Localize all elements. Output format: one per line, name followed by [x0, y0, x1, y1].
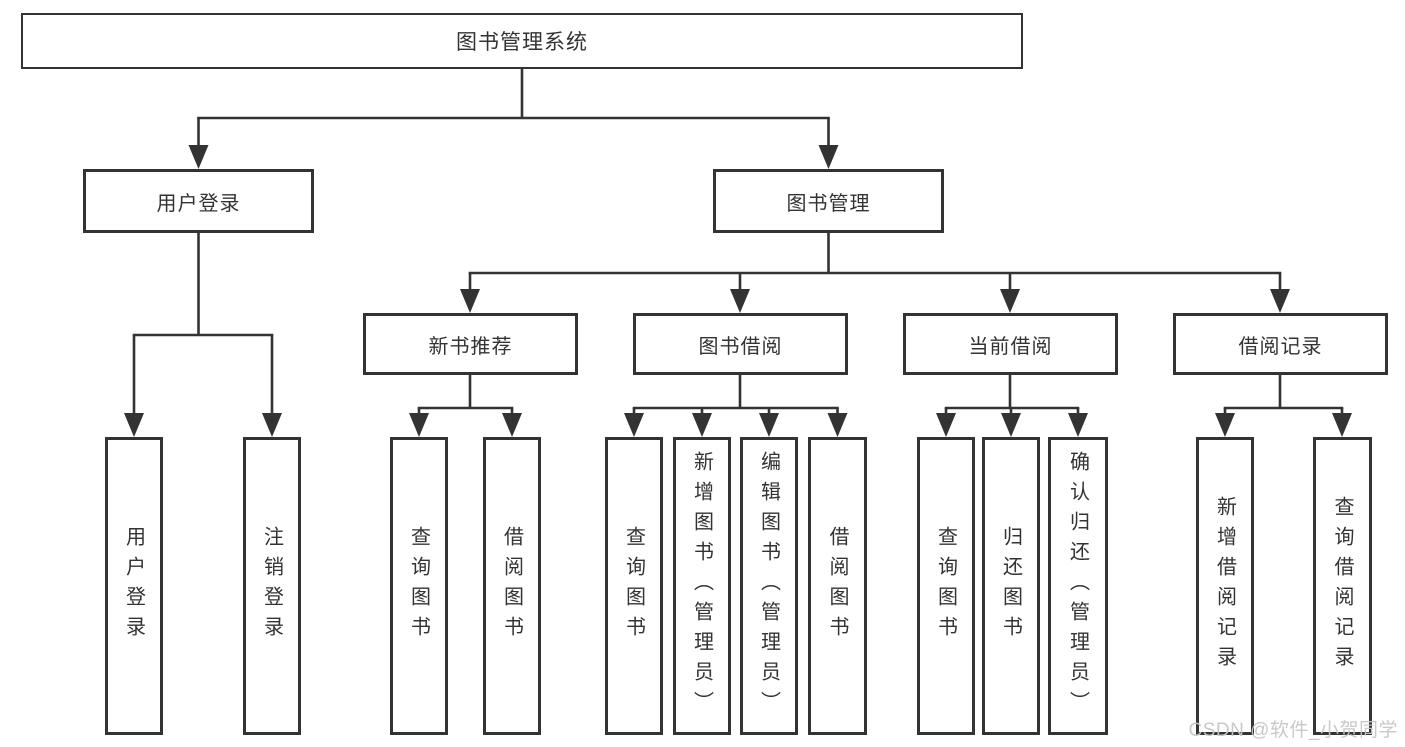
node-book-management: 图书管理: [713, 169, 944, 233]
leaf-query-books-recommend: 查询图书: [390, 437, 448, 735]
leaf-add-book-admin: 新增图书（管理员）: [673, 437, 731, 735]
leaf-confirm-return-admin: 确认归还（管理员）: [1048, 437, 1108, 735]
leaf-return-books: 归还图书: [982, 437, 1040, 735]
node-borrowing-records: 借阅记录: [1173, 313, 1388, 375]
leaf-edit-book-admin: 编辑图书（管理员）: [740, 437, 798, 735]
node-library-management-system: 图书管理系统: [21, 13, 1023, 69]
node-new-book-recommendation: 新书推荐: [363, 313, 578, 375]
csdn-watermark: CSDN @软件_小贺同学: [1188, 720, 1398, 741]
leaf-borrow-books-recommend: 借阅图书: [483, 437, 541, 735]
node-user-login-group: 用户登录: [83, 169, 314, 233]
leaf-logout: 注销登录: [243, 437, 301, 735]
node-book-borrowing: 图书借阅: [633, 313, 848, 375]
leaf-query-books-borrowing: 查询图书: [605, 437, 663, 735]
leaf-borrow-books: 借阅图书: [808, 437, 867, 735]
node-current-borrowing: 当前借阅: [903, 313, 1118, 375]
leaf-query-borrow-record: 查询借阅记录: [1313, 437, 1372, 735]
leaf-query-books-current: 查询图书: [917, 437, 975, 735]
leaf-user-login: 用户登录: [105, 437, 163, 735]
leaf-add-borrow-record: 新增借阅记录: [1196, 437, 1254, 735]
